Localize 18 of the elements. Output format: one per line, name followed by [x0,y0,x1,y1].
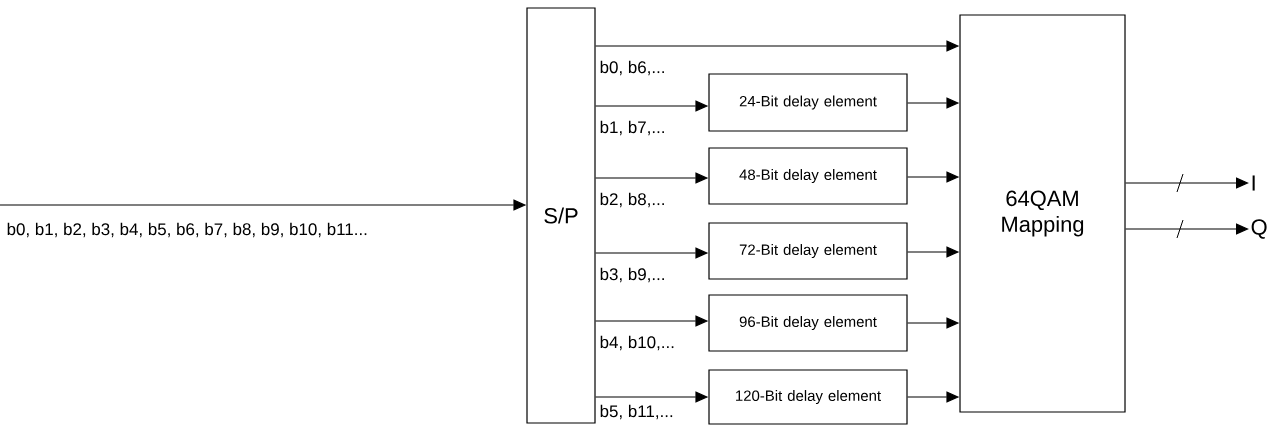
edge-label: b3, b9,... [598,266,667,284]
delay-box: 48-Bit delay element [708,147,908,205]
edge-label: b0, b6,... [598,59,667,77]
delay-box: 24-Bit delay element [708,73,908,132]
edge-label: b5, b11,... [598,403,675,421]
delay-box: 96-Bit delay element [708,294,908,352]
edge-label: b1, b7,... [598,119,667,137]
arrow [1125,223,1249,235]
edge-label: b4, b10,... [598,334,676,352]
output-label: Q [1251,219,1267,239]
edge-label: b2, b8,... [598,191,667,209]
mapping-box: 64QAM Mapping [959,14,1126,413]
output-label: I [1252,175,1255,191]
delay-box: 120-Bit delay element [708,369,908,425]
delay-box: 72-Bit delay element [708,222,908,280]
edge-label: b0, b1, b2, b3, b4, b5, b6, b7, b8, b9, b10, b11... [5,221,369,239]
converter-box: S/P [526,7,596,424]
arrow [1125,177,1249,189]
